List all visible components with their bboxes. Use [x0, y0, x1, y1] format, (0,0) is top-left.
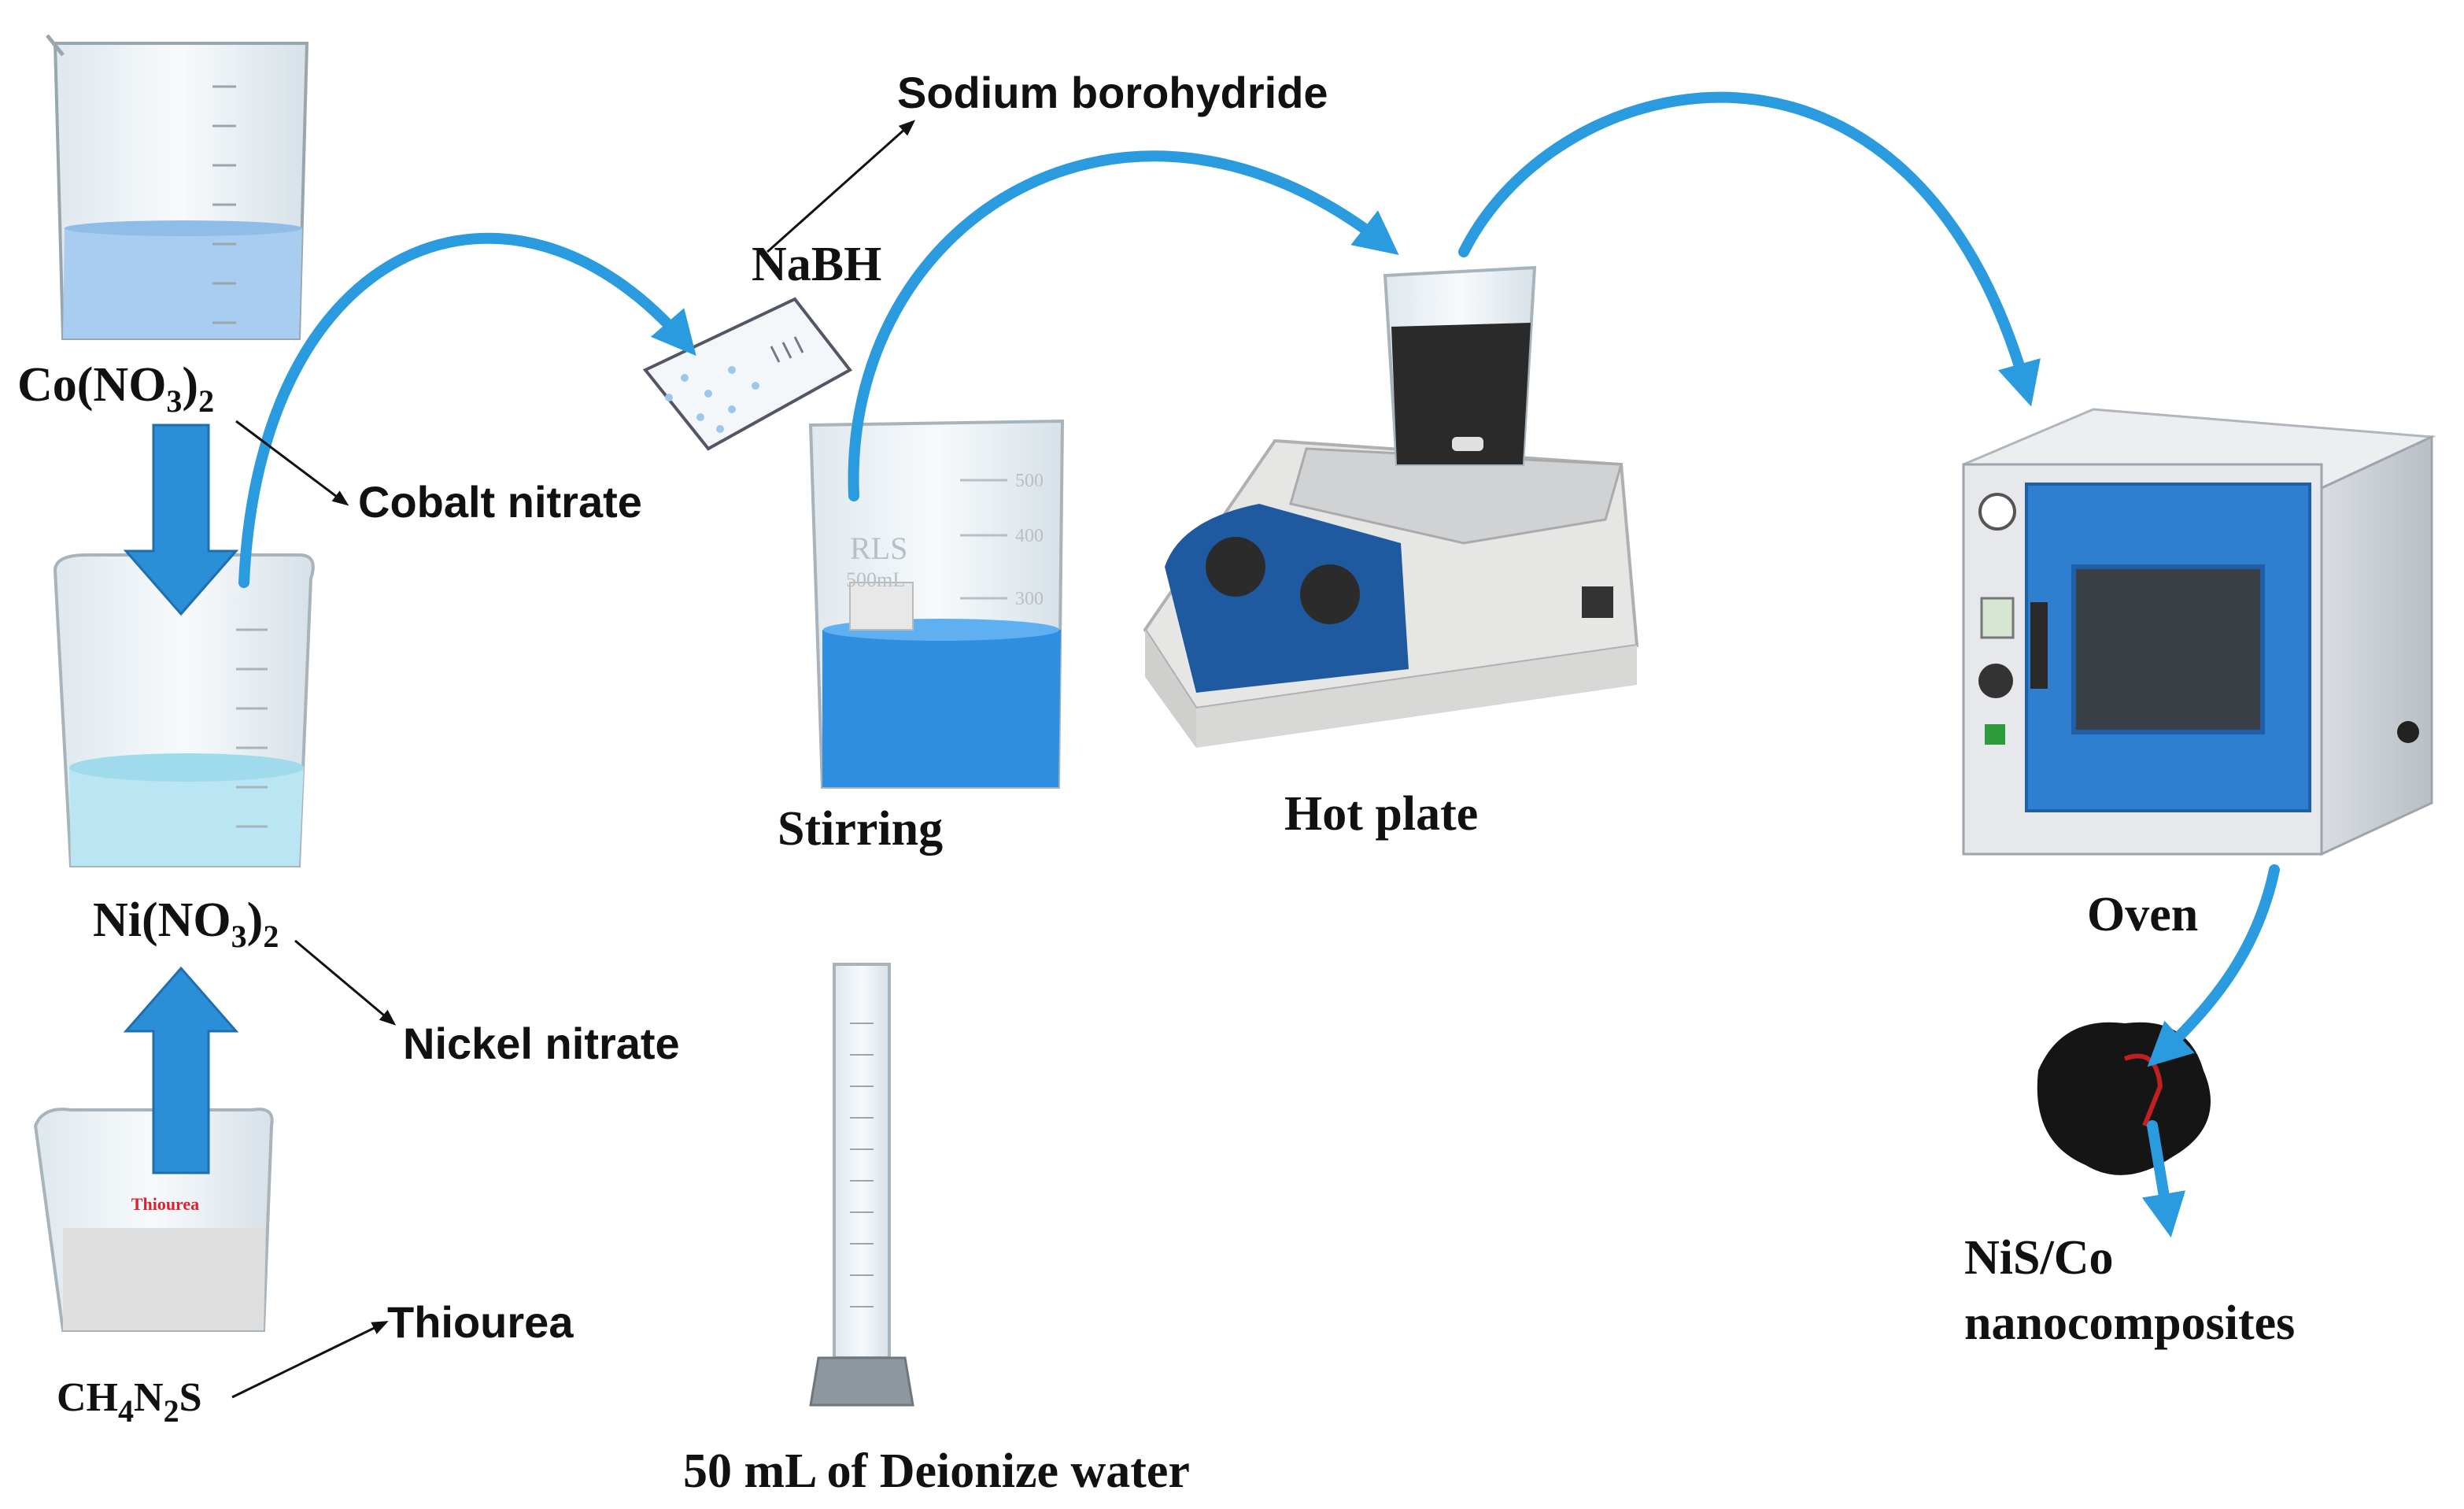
- formula-cobalt-sub2: 2: [198, 383, 215, 419]
- formula-thiourea-p2: N: [134, 1375, 164, 1420]
- label-nickel-nitrate: Nickel nitrate: [403, 1019, 680, 1068]
- thiourea-beaker-label: Thiourea: [131, 1194, 199, 1214]
- flow-arrow-mix-to-nabh4: [238, 232, 696, 588]
- flow-arrow-hotplate-to-oven: [1458, 91, 2041, 407]
- label-hot-plate: Hot plate: [1284, 787, 1479, 841]
- cobalt-nitrate-beaker: [46, 34, 309, 340]
- flow-arrows: [238, 91, 2280, 1238]
- formula-thiourea-p3: S: [179, 1375, 202, 1420]
- formula-nickel-close: ): [246, 893, 264, 947]
- block-arrow-down: [123, 423, 239, 616]
- hot-plate: [1143, 438, 1639, 748]
- stirring-beaker: RLS 500mL 500 400 300: [808, 419, 1065, 789]
- formula-cobalt-base: Co(NO: [17, 358, 167, 412]
- formula-nabh4: NaBH: [752, 238, 882, 291]
- beaker-mark-2: 400: [1015, 526, 1044, 546]
- hotplate-beaker: [1383, 265, 1537, 466]
- pointer-thiourea: [231, 1321, 389, 1399]
- label-sodium-borohydride: Sodium borohydride: [897, 68, 1328, 117]
- beaker-mark-1: 500: [1015, 471, 1044, 491]
- thiourea-beaker: Thiourea: [33, 1108, 274, 1332]
- flow-arrow-powder-to-product: [2141, 1120, 2186, 1238]
- nis-co-powder: [2037, 1022, 2211, 1175]
- pointer-nickel: [294, 939, 397, 1026]
- label-deionized-water: 50 mL of Deionize water: [683, 1444, 1190, 1498]
- pointer-sodium: [767, 120, 916, 253]
- label-thiourea: Thiourea: [387, 1297, 574, 1347]
- nabh4-scoop: [642, 297, 853, 451]
- pointer-cobalt: [235, 420, 349, 506]
- graduated-cylinder: [809, 963, 914, 1407]
- formula-thiourea-s2: 2: [163, 1393, 179, 1429]
- formula-nickel-base: Ni(NO: [93, 893, 231, 947]
- beaker-brand: RLS: [850, 531, 907, 566]
- formula-thiourea-s1: 4: [118, 1393, 134, 1429]
- formula-cobalt-sub1: 3: [166, 383, 183, 419]
- formula-nickel-sub2: 2: [263, 919, 279, 954]
- nickel-nitrate-beaker: [53, 553, 315, 867]
- label-pointers: [231, 120, 916, 1399]
- beaker-volume: 500mL: [846, 568, 905, 591]
- formula-nickel-nitrate: Ni(NO3)2: [93, 896, 279, 952]
- flow-arrow-oven-to-powder: [2147, 864, 2280, 1067]
- flow-arrow-stirring-to-hotplate: [848, 150, 1399, 501]
- label-product-line2: nanocomposites: [1964, 1296, 2296, 1350]
- label-product-line1: NiS/Co: [1964, 1231, 2114, 1285]
- block-arrow-up: [123, 966, 239, 1174]
- formula-nickel-sub1: 3: [231, 919, 247, 954]
- beaker-mark-3: 300: [1015, 589, 1044, 609]
- label-stirring: Stirring: [778, 802, 944, 856]
- formula-cobalt-close: ): [182, 358, 199, 412]
- oven: [1962, 408, 2436, 856]
- formula-thiourea-p1: CH: [57, 1375, 118, 1420]
- label-cobalt-nitrate: Cobalt nitrate: [358, 477, 642, 527]
- formula-cobalt-nitrate: Co(NO3)2: [17, 361, 214, 417]
- formula-thiourea: CH4N2S: [57, 1378, 201, 1427]
- label-oven: Oven: [2087, 888, 2199, 941]
